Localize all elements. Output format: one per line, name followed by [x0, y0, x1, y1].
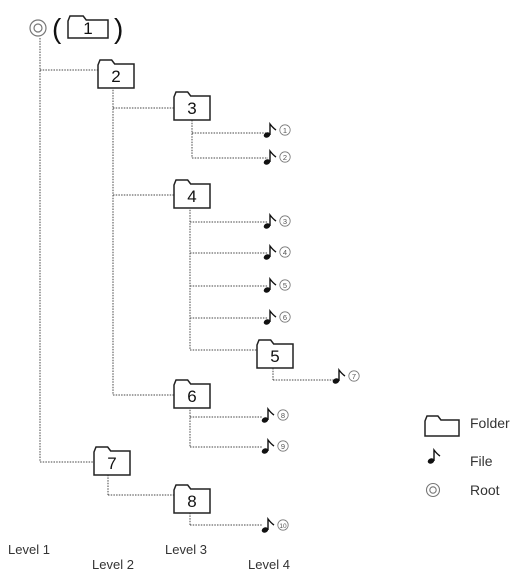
folder-label-1: 1 [83, 19, 92, 38]
file-label-4: 4 [283, 248, 287, 257]
file-number-badge [279, 279, 291, 291]
folder-icon [173, 91, 211, 121]
file-number-badge [277, 440, 289, 452]
file-number-badge [277, 409, 289, 421]
level-3-label: Level 3 [165, 542, 207, 557]
folder-icon [173, 179, 211, 209]
folder-icon [173, 484, 211, 514]
legend-folder-label: Folder [470, 415, 510, 431]
folder-label-5: 5 [270, 347, 279, 366]
file-number-badge [348, 370, 360, 382]
level-1-label: Level 1 [8, 542, 50, 557]
music-note-icon [263, 121, 277, 138]
music-note-icon [263, 212, 277, 229]
file-label-7: 7 [352, 372, 356, 381]
folder-label-2: 2 [111, 67, 120, 86]
legend-root-icon-inner [429, 486, 437, 494]
legend-file-icon [427, 447, 441, 464]
folder-label-7: 7 [107, 454, 116, 473]
legend-folder-icon [424, 415, 460, 437]
file-label-10: 10 [279, 523, 287, 530]
music-note-icon [263, 276, 277, 293]
file-label-1: 1 [283, 126, 287, 135]
file-label-2: 2 [283, 153, 287, 162]
legend-file-label: File [470, 453, 493, 469]
legend-root-icon [425, 482, 441, 498]
music-note-icon [263, 308, 277, 325]
folder-icon [256, 339, 294, 369]
music-note-icon [261, 516, 275, 533]
file-label-9: 9 [281, 442, 285, 451]
folder-label-3: 3 [187, 99, 196, 118]
folder-label-4: 4 [187, 187, 196, 206]
file-label-6: 6 [283, 313, 287, 322]
folder-icon [173, 379, 211, 409]
file-label-5: 5 [283, 281, 287, 290]
music-note-icon [263, 148, 277, 165]
music-note-icon [261, 406, 275, 423]
music-note-icon [263, 243, 277, 260]
legend-root-label: Root [470, 482, 500, 498]
file-label-3: 3 [283, 217, 287, 226]
file-number-badge [279, 311, 291, 323]
folder-icon [97, 59, 135, 89]
level-2-label: Level 2 [92, 557, 134, 572]
folder-label-8: 8 [187, 492, 196, 511]
root-icon [29, 19, 47, 37]
music-note-icon [332, 367, 346, 384]
root-paren-close: ) [114, 13, 123, 44]
root-icon-inner [33, 23, 43, 33]
file-number-badge [277, 519, 289, 531]
file-number-badge [279, 124, 291, 136]
folder-label-6: 6 [187, 387, 196, 406]
file-number-badge [279, 246, 291, 258]
folder-icon [67, 15, 109, 39]
file-number-badge [279, 151, 291, 163]
music-note-icon [261, 437, 275, 454]
file-number-badge [279, 215, 291, 227]
file-label-8: 8 [281, 411, 285, 420]
root-paren-open: ( [52, 13, 62, 44]
level-4-label: Level 4 [248, 557, 290, 572]
folder-icon [93, 446, 131, 476]
